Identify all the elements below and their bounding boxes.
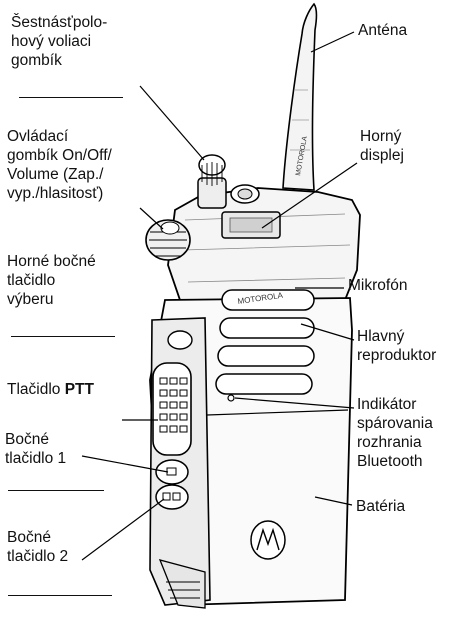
label-top-side-select: Horné bočné tlačidlo výberu [7,252,96,309]
label-line: tlačidlo 1 [5,449,66,468]
label-battery: Batéria [356,497,405,516]
label-line: reproduktor [357,346,436,365]
label-top-display: Horný displej [360,127,404,165]
label-antenna: Anténa [358,21,407,40]
label-line: hový voliaci [11,32,107,51]
label-line: vyp./hlasitosť) [7,184,112,203]
label-line: Horný [360,127,404,146]
label-line: Hlavný [357,327,436,346]
blank-line-4 [8,595,112,596]
label-line: displej [360,146,404,165]
label-side-button-2: Bočné tlačidlo 2 [7,528,68,566]
label-microphone: Mikrofón [348,276,407,295]
label-line: gombík [11,51,107,70]
label-line: Bočné [7,528,68,547]
side-button-2-shape [156,485,188,509]
label-line: výberu [7,290,96,309]
label-line: tlačidlo [7,271,96,290]
label-line: Ovládací [7,127,112,146]
ptt-button-shape [153,363,191,455]
label-ptt: Tlačidlo PTT [7,380,94,399]
label-line: Anténa [358,21,407,40]
label-side-button-1: Bočné tlačidlo 1 [5,430,66,468]
label-line: Bluetooth [357,452,433,471]
label-line: gombík On/Off/ [7,146,112,165]
top-side-select-button [168,331,192,349]
label-on-off-volume: Ovládací gombík On/Off/ Volume (Zap./ vy… [7,127,112,203]
label-line: Mikrofón [348,276,407,295]
label-ptt-prefix: Tlačidlo [7,381,65,398]
label-line: spárovania [357,414,433,433]
label-line: rozhrania [357,433,433,452]
label-line: Indikátor [357,395,433,414]
label-ptt-bold: PTT [65,381,94,398]
battery-logo [251,521,285,559]
label-line: Volume (Zap./ [7,165,112,184]
blank-line-3 [8,490,104,491]
bluetooth-indicator-dot [228,395,234,401]
blank-line-1 [19,97,123,98]
label-line: Šestnásťpolo- [11,13,107,32]
blank-line-2 [11,336,115,337]
label-bluetooth-indicator: Indikátor spárovania rozhrania Bluetooth [357,395,433,471]
label-main-speaker: Hlavný reproduktor [357,327,436,365]
label-line: Horné bočné [7,252,96,271]
label-selector-knob: Šestnásťpolo- hový voliaci gombík [11,13,107,70]
label-line: tlačidlo 2 [7,547,68,566]
label-line: Bočné [5,430,66,449]
label-line: Batéria [356,497,405,516]
